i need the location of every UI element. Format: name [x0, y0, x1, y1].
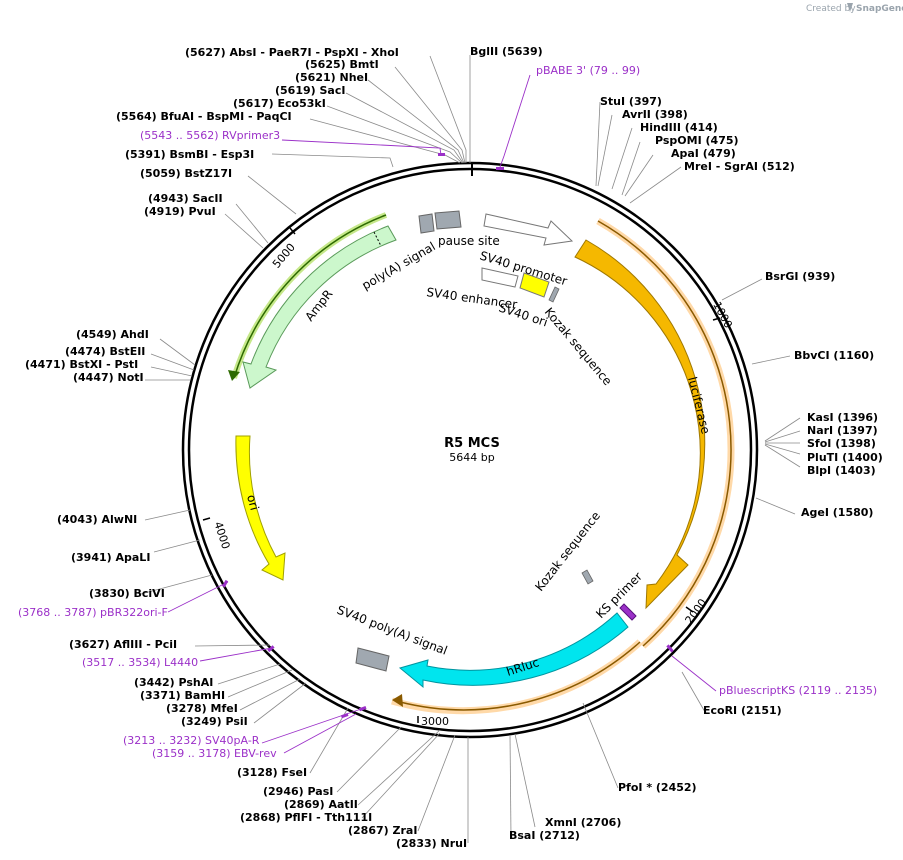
kozak-sequence-2-mark[interactable]: [581, 569, 594, 585]
enzyme-bsteii-label[interactable]: (4474) BstEII: [65, 345, 145, 358]
enzyme-sgrai-label[interactable]: MreI - SgrAI (512): [684, 160, 795, 173]
enzyme-hindiii-label[interactable]: HindIII (414): [640, 121, 718, 134]
enzyme-nrui-label[interactable]: (2833) NruI: [396, 837, 467, 850]
enzyme-bcivi-label[interactable]: (3830) BciVI: [89, 587, 165, 600]
ks-primer-mark[interactable]: [619, 603, 637, 621]
primer-leader-lines: [167, 74, 717, 754]
primer-l4440-label[interactable]: (3517 .. 3534) L4440: [82, 656, 198, 669]
enzyme-mfei-label[interactable]: (3278) MfeI: [166, 702, 238, 715]
primer-pbluescriptks-label[interactable]: pBluescriptKS (2119 .. 2135): [719, 684, 877, 697]
polya-signal-box[interactable]: [418, 213, 435, 234]
svg-text:4000: 4000: [211, 520, 232, 551]
enzyme-apai-label[interactable]: ApaI (479): [671, 147, 736, 160]
luciferase-arrow[interactable]: [574, 239, 706, 610]
snapgene-logo-icon: [847, 3, 853, 12]
credit-prefix: Created by: [806, 4, 856, 14]
ori-label: ori: [244, 493, 262, 512]
ks-primer-label: KS primer: [593, 569, 645, 621]
sv40-ori-label: SV40 ori: [497, 301, 549, 330]
enzyme-ahdi-label[interactable]: (4549) AhdI: [76, 328, 149, 341]
primer-sv40pa-r-label[interactable]: (3213 .. 3232) SV40pA-R: [123, 734, 260, 747]
enzyme-sacii-label[interactable]: (4943) SacII: [148, 192, 223, 205]
sv40-promoter-arrow[interactable]: [483, 213, 574, 246]
ampr-promoter-mark: [373, 231, 382, 247]
sv40-enhancer-box[interactable]: [481, 267, 519, 288]
enzyme-ecori-label[interactable]: EcoRI (2151): [703, 704, 782, 717]
enzyme-eco53ki-label[interactable]: (5617) Eco53kI: [233, 97, 326, 110]
primer-rvprimer3-label[interactable]: (5543 .. 5562) RVprimer3: [140, 129, 280, 142]
enzyme-agei-label[interactable]: AgeI (1580): [801, 506, 873, 519]
enzyme-apali-label[interactable]: (3941) ApaLI: [71, 551, 150, 564]
enzyme-noti-label[interactable]: (4447) NotI: [73, 371, 144, 384]
enzyme-bmti-label[interactable]: (5625) BmtI: [305, 58, 379, 71]
primer-pbr322ori-label[interactable]: (3768 .. 3787) pBR322ori-F: [18, 606, 168, 619]
enzyme-kasi-label[interactable]: KasI (1396): [807, 411, 878, 424]
sv40-polya-label: SV40 poly(A) signal: [335, 603, 449, 658]
enzyme-bstz17i-label[interactable]: (5059) BstZ17I: [140, 167, 232, 180]
enzyme-saci-label[interactable]: (5619) SacI: [275, 84, 345, 97]
enzyme-nari-label[interactable]: NarI (1397): [807, 424, 878, 437]
leader-lines: [140, 55, 801, 843]
ampr-outer-arrowhead: [228, 370, 240, 381]
svg-text:3000: 3000: [421, 715, 449, 728]
enzyme-bfuai-label[interactable]: (5564) BfuAI - BspMI - PaqCI: [116, 110, 292, 123]
enzyme-pfoi-label[interactable]: PfoI * (2452): [618, 781, 697, 794]
enzyme-bsai-label[interactable]: BsaI (2712): [509, 829, 580, 842]
plasmid-length: 5644 bp: [449, 451, 494, 464]
ampr-outer-line: [233, 214, 387, 379]
hrluc-arrow[interactable]: [398, 612, 629, 689]
enzyme-nhei-label[interactable]: (5621) NheI: [295, 71, 368, 84]
enzyme-pvui-label[interactable]: (4919) PvuI: [144, 205, 216, 218]
kozak-sequence-1-mark[interactable]: [548, 286, 560, 303]
sv40-polya-box[interactable]: [355, 647, 390, 672]
primer-pbabe3-label[interactable]: pBABE 3' (79 .. 99): [536, 64, 640, 77]
hrluc-outer-arrowhead: [392, 694, 403, 707]
enzyme-bsmbi-label[interactable]: (5391) BsmBI - Esp3I: [125, 148, 254, 161]
enzyme-absi-label[interactable]: (5627) AbsI - PaeR7I - PspXI - XhoI: [185, 46, 399, 59]
enzyme-bsrgi-label[interactable]: BsrGI (939): [765, 270, 835, 283]
primer-labels: pBABE 3' (79 .. 99) (5543 .. 5562) RVpri…: [18, 64, 877, 760]
tick-4000: 4000: [202, 517, 232, 551]
enzyme-sfoi-label[interactable]: SfoI (1398): [807, 437, 876, 450]
enzyme-pspomi-label[interactable]: PspOMI (475): [655, 134, 739, 147]
svg-text:1000: 1000: [710, 300, 735, 331]
enzyme-bamhi-label[interactable]: (3371) BamHI: [140, 689, 225, 702]
hrluc-outer-line: [399, 641, 641, 711]
enzyme-labels: (5627) AbsI - PaeR7I - PspXI - XhoI BglI…: [25, 45, 883, 850]
enzyme-blpi-label[interactable]: BlpI (1403): [807, 464, 876, 477]
enzyme-pshai-label[interactable]: (3442) PshAI: [134, 676, 213, 689]
enzyme-bstxi-label[interactable]: (4471) BstXI - PstI: [25, 358, 138, 371]
sv40-ori-box[interactable]: [519, 272, 550, 298]
enzyme-bbvci-label[interactable]: BbvCI (1160): [794, 349, 874, 362]
enzyme-stui-label[interactable]: StuI (397): [600, 95, 662, 108]
enzyme-fsei-label[interactable]: (3128) FseI: [237, 766, 307, 779]
svg-text:5000: 5000: [270, 241, 298, 271]
enzyme-alwni-label[interactable]: (4043) AlwNI: [57, 513, 137, 526]
enzyme-bglii-label[interactable]: BglII (5639): [470, 45, 543, 58]
enzyme-afliii-label[interactable]: (3627) AflIII - PciI: [69, 638, 177, 651]
enzyme-aatii-label[interactable]: (2869) AatII: [284, 798, 358, 811]
credit-brand: SnapGene: [856, 4, 903, 14]
luciferase-outer-line: [597, 220, 732, 647]
enzyme-pluti-label[interactable]: PluTI (1400): [807, 451, 883, 464]
enzyme-avrii-label[interactable]: AvrII (398): [622, 108, 688, 121]
plasmid-name: R5 MCS: [444, 436, 500, 451]
enzyme-zrai-label[interactable]: (2867) ZraI: [348, 824, 417, 837]
ampr-arrow[interactable]: [242, 225, 397, 389]
kozak-sequence-1-label: Kozak sequence: [542, 305, 615, 388]
ori-arrow[interactable]: [235, 435, 286, 581]
tick-1000: 1000: [710, 300, 735, 331]
enzyme-psii-label[interactable]: (3249) PsiI: [181, 715, 248, 728]
pause-site-label: pause site: [438, 234, 500, 248]
enzyme-xmni-label[interactable]: XmnI (2706): [545, 816, 621, 829]
enzyme-pasi-label[interactable]: (2946) PasI: [263, 785, 333, 798]
enzyme-pflfi-label[interactable]: (2868) PflFI - Tth111I: [240, 811, 372, 824]
tick-3000: 3000: [417, 715, 449, 728]
pause-site-box[interactable]: [434, 210, 462, 230]
primer-marks: [222, 153, 674, 719]
primer-ebv-rev-label[interactable]: (3159 .. 3178) EBV-rev: [152, 747, 277, 760]
luciferase-label: luciferase: [685, 375, 713, 435]
